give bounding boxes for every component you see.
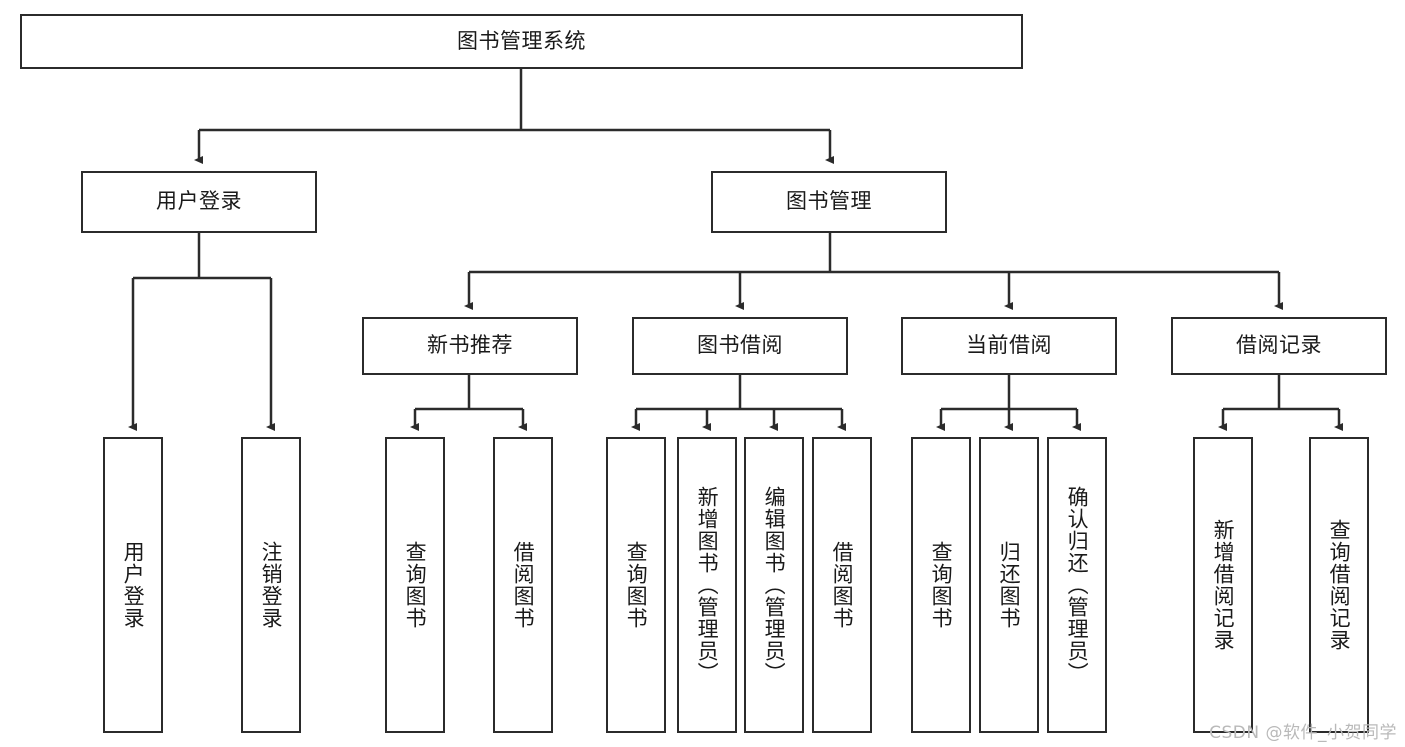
node-book-manage-label: 图书管理 <box>786 189 872 214</box>
node-leaf-confirm-return-label: 确认归还（管理员） <box>1065 486 1090 684</box>
node-root[interactable]: 图书管理系统 <box>20 14 1023 69</box>
node-leaf-query-record[interactable]: 查询借阅记录 <box>1309 437 1369 733</box>
node-leaf-query-book-3[interactable]: 查询图书 <box>911 437 971 733</box>
node-leaf-user-logout-label: 注销登录 <box>259 541 284 629</box>
node-borrow-record[interactable]: 借阅记录 <box>1171 317 1387 375</box>
node-current-borrow[interactable]: 当前借阅 <box>901 317 1117 375</box>
node-current-borrow-label: 当前借阅 <box>966 333 1052 358</box>
node-leaf-user-logout[interactable]: 注销登录 <box>241 437 301 733</box>
node-leaf-return-book-label: 归还图书 <box>997 541 1022 629</box>
node-leaf-query-record-label: 查询借阅记录 <box>1327 519 1352 651</box>
node-leaf-borrow-book-1-label: 借阅图书 <box>511 541 536 629</box>
node-leaf-add-book[interactable]: 新增图书（管理员） <box>677 437 737 733</box>
node-leaf-add-record[interactable]: 新增借阅记录 <box>1193 437 1253 733</box>
node-leaf-user-login-label: 用户登录 <box>121 541 146 629</box>
node-leaf-edit-book[interactable]: 编辑图书（管理员） <box>744 437 804 733</box>
node-leaf-add-book-label: 新增图书（管理员） <box>695 486 720 684</box>
node-book-borrow[interactable]: 图书借阅 <box>632 317 848 375</box>
node-user-login[interactable]: 用户登录 <box>81 171 317 233</box>
node-leaf-query-book-2[interactable]: 查询图书 <box>606 437 666 733</box>
watermark-text: CSDN @软件_小贺同学 <box>1209 723 1397 743</box>
node-leaf-add-record-label: 新增借阅记录 <box>1211 519 1236 651</box>
node-leaf-query-book-2-label: 查询图书 <box>624 541 649 629</box>
node-book-manage[interactable]: 图书管理 <box>711 171 947 233</box>
node-borrow-record-label: 借阅记录 <box>1236 333 1322 358</box>
node-leaf-return-book[interactable]: 归还图书 <box>979 437 1039 733</box>
node-leaf-confirm-return[interactable]: 确认归还（管理员） <box>1047 437 1107 733</box>
node-leaf-user-login[interactable]: 用户登录 <box>103 437 163 733</box>
node-leaf-borrow-book-1[interactable]: 借阅图书 <box>493 437 553 733</box>
node-leaf-edit-book-label: 编辑图书（管理员） <box>762 486 787 684</box>
node-book-borrow-label: 图书借阅 <box>697 333 783 358</box>
node-leaf-borrow-book-2-label: 借阅图书 <box>830 541 855 629</box>
node-user-login-label: 用户登录 <box>156 189 242 214</box>
node-new-book-rec-label: 新书推荐 <box>427 333 513 358</box>
node-leaf-query-book-1[interactable]: 查询图书 <box>385 437 445 733</box>
node-new-book-rec[interactable]: 新书推荐 <box>362 317 578 375</box>
node-root-label: 图书管理系统 <box>457 28 586 53</box>
node-leaf-query-book-3-label: 查询图书 <box>929 541 954 629</box>
node-leaf-query-book-1-label: 查询图书 <box>403 541 428 629</box>
node-leaf-borrow-book-2[interactable]: 借阅图书 <box>812 437 872 733</box>
